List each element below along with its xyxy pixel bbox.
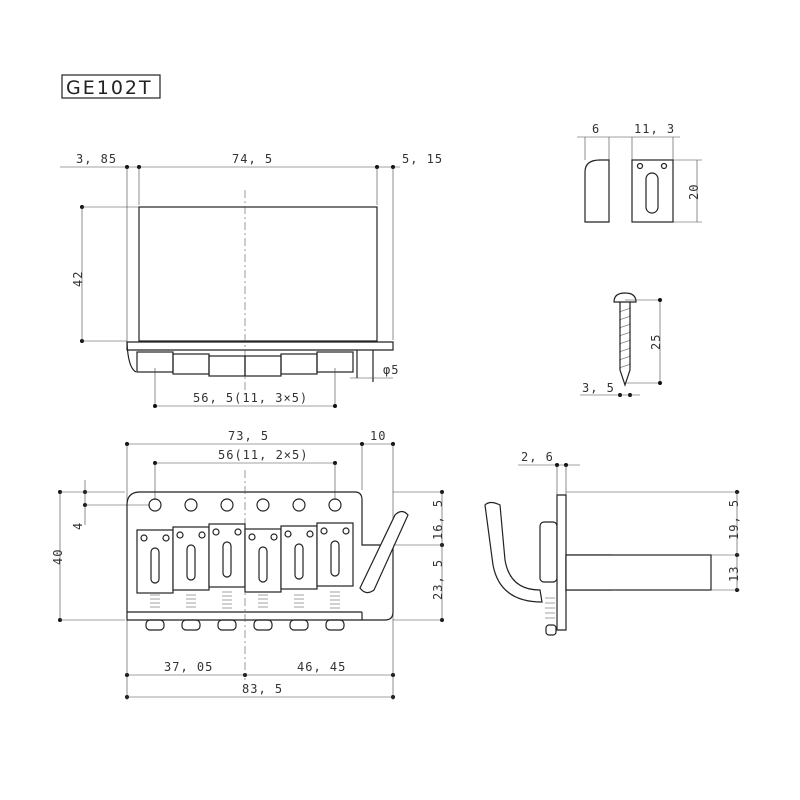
dim-left-to-center: 37, 05 xyxy=(164,660,213,674)
front-view: 73, 5 10 56(11, 2×5) 40 4 xyxy=(51,429,445,700)
mounting-screw: 25 3, 5 xyxy=(580,292,663,397)
dim-screw-diameter: 3, 5 xyxy=(582,381,615,395)
dim-saddle-span: 56, 5(11, 3×5) xyxy=(193,391,308,405)
side-view: 2, 6 19, 5 13 xyxy=(484,450,741,636)
model-title: GE102T xyxy=(66,77,153,99)
dim-plate-width: 11, 3 xyxy=(634,122,675,136)
dim-plate-thickness: 2, 6 xyxy=(521,450,554,464)
saddles-top xyxy=(136,351,354,377)
dim-body-width: 73, 5 xyxy=(228,429,269,443)
dim-left-offset: 3, 85 xyxy=(76,152,117,166)
dim-hole-offset: 4 xyxy=(71,522,85,530)
top-view: 3, 85 74, 5 5, 15 42 φ5 56, 5(11, 3×5) xyxy=(60,152,443,408)
dim-height: 40 xyxy=(51,549,65,565)
dim-plate-width: 74, 5 xyxy=(232,152,273,166)
dim-center-to-right: 46, 45 xyxy=(297,660,346,674)
dim-arm-diameter: φ5 xyxy=(383,363,399,377)
dim-spacer-width: 6 xyxy=(592,122,600,136)
dim-right-offset: 5, 15 xyxy=(402,152,443,166)
dim-string-spacing: 56(11, 2×5) xyxy=(218,448,308,462)
saddles-front xyxy=(136,522,354,609)
dim-screw-length: 25 xyxy=(649,334,663,350)
string-holes xyxy=(148,498,342,512)
arm-side xyxy=(484,501,543,603)
dim-plate-height: 42 xyxy=(71,271,85,287)
dim-plate-height: 20 xyxy=(687,184,701,200)
dim-upper-height: 16, 5 xyxy=(431,499,445,540)
dim-block-depth: 13 xyxy=(727,566,741,582)
spacer-and-plate: 6 11, 3 20 xyxy=(577,122,702,223)
dim-block-height: 19, 5 xyxy=(727,499,741,540)
dim-arm-offset: 10 xyxy=(370,429,386,443)
dim-lower-height: 23, 5 xyxy=(431,559,445,600)
model-title-box: GE102T xyxy=(61,74,161,99)
dim-total-width: 83, 5 xyxy=(242,682,283,696)
tremolo-arm xyxy=(359,510,409,594)
